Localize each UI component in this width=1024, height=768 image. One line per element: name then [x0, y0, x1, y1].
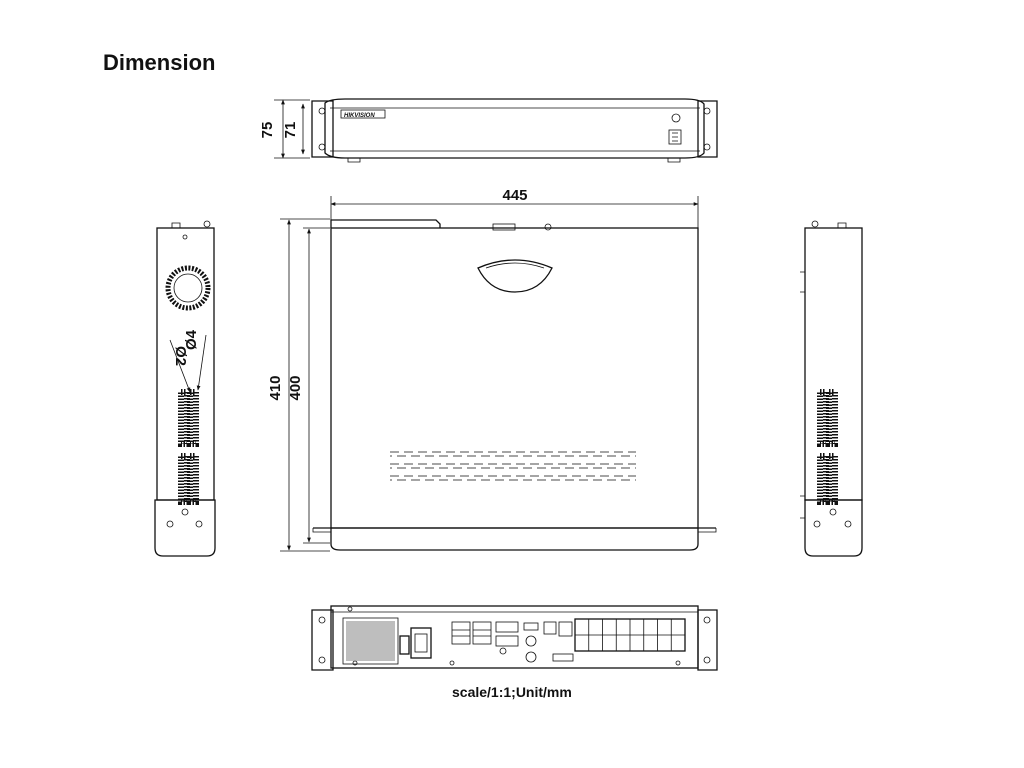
brand-text: HIKVISION [344, 113, 375, 119]
terminal-blocks [451, 621, 492, 645]
poe-ports [574, 618, 686, 652]
right-side-view [800, 220, 863, 557]
left-side-view: Ø4 Ø2 [154, 220, 216, 557]
left-side-vents [178, 389, 199, 505]
dim-71: 71 [282, 122, 299, 139]
dim-400: 400 [287, 375, 304, 400]
rear-view [311, 605, 718, 671]
right-side-vents [817, 389, 838, 505]
label-d2: Ø2 [172, 346, 189, 366]
dim-410: 410 [267, 375, 284, 400]
dim-445: 445 [502, 187, 527, 204]
dim-75: 75 [259, 122, 276, 139]
top-view: 445 410 400 [267, 187, 717, 552]
front-view: HIKVISION 75 71 [259, 98, 718, 163]
label-d4: Ø4 [183, 329, 200, 350]
page-title: Dimension [103, 50, 216, 75]
top-vents [390, 451, 636, 481]
scale-note: scale/1:1;Unit/mm [452, 684, 572, 700]
